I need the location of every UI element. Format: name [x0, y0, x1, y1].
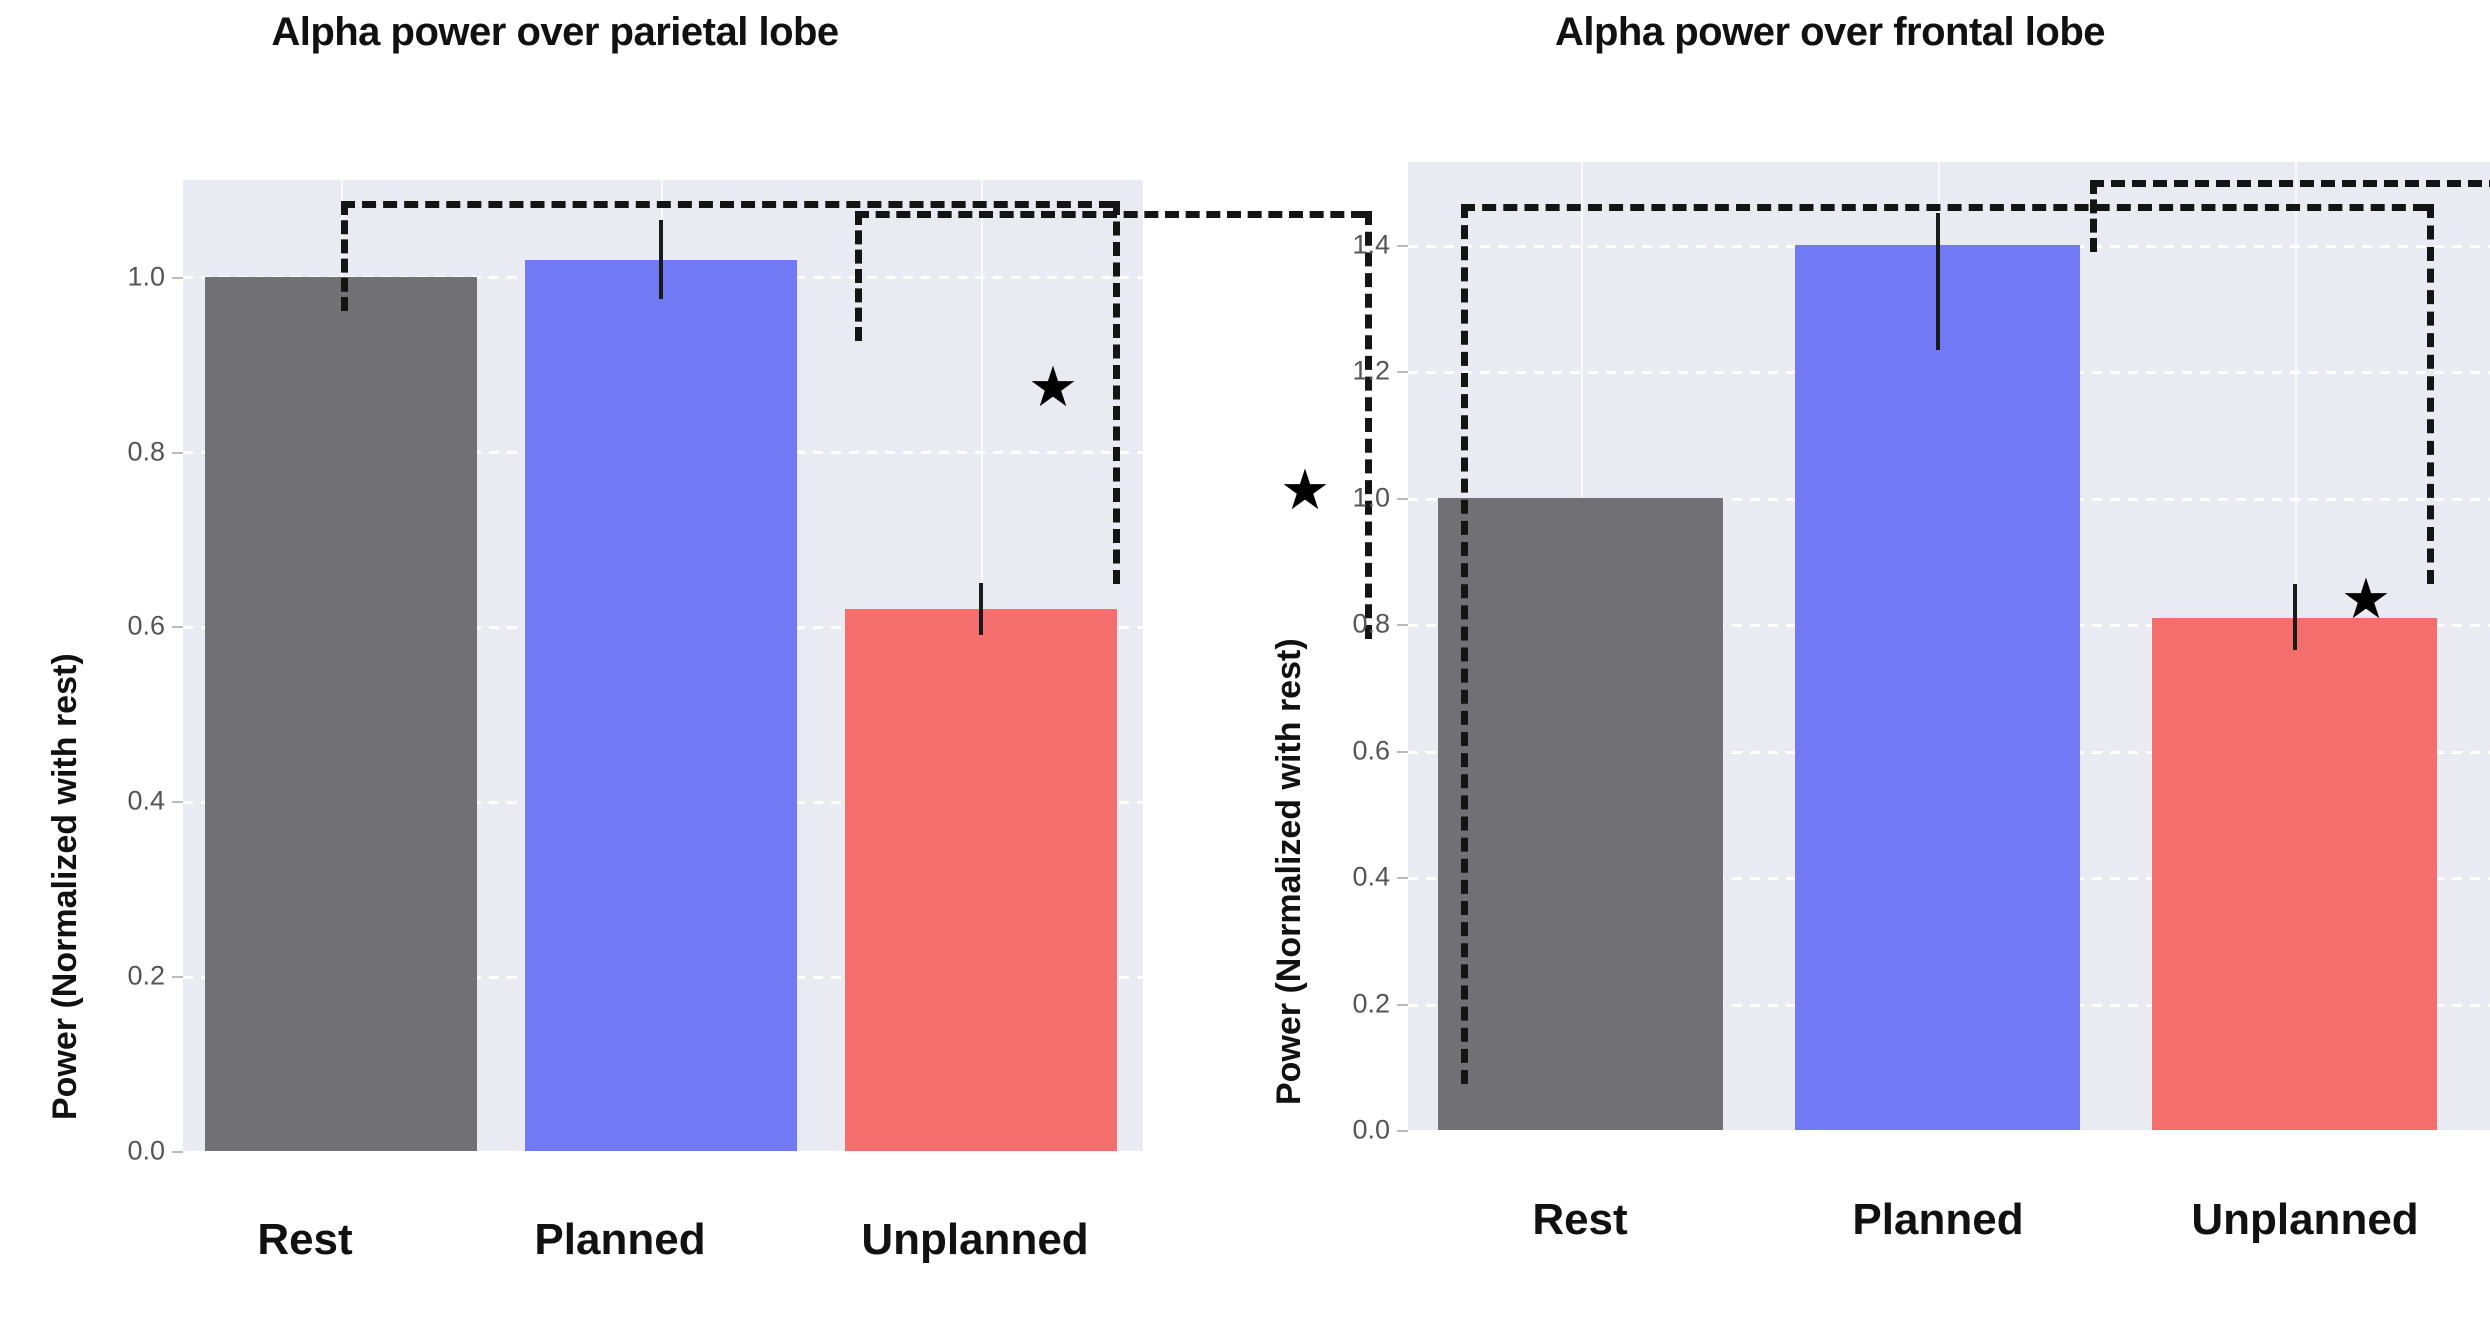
x-tick-planned-frontal: Planned — [1852, 1195, 2024, 1244]
y-tickmark — [172, 277, 183, 279]
y-tick-0.8: 0.8 — [127, 436, 165, 467]
y-tick-1.2: 1.2 — [1352, 355, 1390, 386]
y-tick-0.8: 0.8 — [1352, 608, 1390, 639]
chart-panel-frontal: Alpha power over frontal lobe Power (Nor… — [1250, 0, 2490, 1317]
significance-bracket-leg — [341, 201, 348, 311]
y-tick-0.2: 0.2 — [1352, 988, 1390, 1019]
bar-rest-frontal — [1438, 498, 1723, 1130]
y-tick-0.4: 0.4 — [127, 785, 165, 816]
y-tick-1.0: 1.0 — [1352, 482, 1390, 513]
y-tickmark — [172, 1151, 183, 1153]
y-tick-0.0: 0.0 — [1352, 1114, 1390, 1145]
significance-bracket-leg — [1365, 211, 1372, 639]
y-tickmark — [1397, 1130, 1408, 1132]
x-tick-unplanned-parietal: Unplanned — [861, 1215, 1089, 1264]
error-bar-planned-frontal — [1936, 213, 1940, 350]
y-tick-1.0: 1.0 — [127, 261, 165, 292]
y-tickmark — [1397, 751, 1408, 753]
error-bar-unplanned-parietal — [979, 583, 983, 635]
y-axis-label-parietal: Power (Normalized with rest) — [46, 653, 84, 1120]
significance-bracket-rest-unplanned — [341, 201, 1113, 208]
significance-star: ★ — [2340, 567, 2392, 630]
y-tickmark — [1397, 1004, 1408, 1006]
error-bar-unplanned-frontal — [2293, 584, 2297, 650]
plot-area-frontal: ★ ★ — [1408, 162, 2490, 1130]
bar-unplanned-frontal — [2152, 618, 2437, 1130]
y-tickmark — [172, 452, 183, 454]
bar-planned-parietal — [525, 260, 797, 1151]
significance-star: ★ — [1279, 458, 1331, 521]
x-tick-unplanned-frontal: Unplanned — [2191, 1195, 2419, 1244]
bar-planned-frontal — [1795, 245, 2080, 1130]
significance-bracket-rest-unplanned — [1461, 204, 2427, 211]
y-tickmark — [1397, 498, 1408, 500]
page-title: Alpha power over frontal lobe — [1554, 10, 2106, 54]
x-tick-rest-frontal: Rest — [1532, 1195, 1628, 1244]
page-title: Alpha power over parietal lobe — [271, 10, 839, 54]
y-tick-0.4: 0.4 — [1352, 861, 1390, 892]
y-tick-0.6: 0.6 — [1352, 735, 1390, 766]
significance-bracket-leg — [1113, 201, 1120, 584]
error-bar-planned-parietal — [659, 220, 663, 299]
y-tickmark — [1397, 624, 1408, 626]
significance-bracket-leg — [2090, 180, 2097, 252]
y-tickmark — [172, 976, 183, 978]
significance-bracket-leg — [855, 211, 862, 341]
y-tick-0.2: 0.2 — [127, 960, 165, 991]
y-tickmark — [1397, 245, 1408, 247]
plot-area-parietal: ★ ★ — [183, 180, 1372, 1151]
bar-unplanned-parietal — [845, 609, 1117, 1151]
y-tick-0.6: 0.6 — [127, 610, 165, 641]
significance-bracket-leg — [1461, 204, 1468, 1084]
x-tick-planned-parietal: Planned — [534, 1215, 706, 1264]
y-tickmark — [1397, 371, 1408, 373]
significance-star: ★ — [1027, 355, 1079, 418]
y-tick-1.4: 1.4 — [1352, 229, 1390, 260]
chart-panel-parietal: Alpha power over parietal lobe Power (No… — [46, 10, 1372, 1264]
significance-bracket-planned-unplanned — [855, 211, 1365, 218]
significance-bracket-planned-unplanned — [2090, 180, 2490, 187]
y-tickmark — [172, 626, 183, 628]
y-tickmark — [1397, 877, 1408, 879]
x-tick-rest-parietal: Rest — [257, 1215, 353, 1264]
y-tickmark — [172, 801, 183, 803]
significance-bracket-leg — [2427, 204, 2434, 584]
y-tick-0.0: 0.0 — [127, 1135, 165, 1166]
bar-rest-parietal — [205, 277, 477, 1151]
